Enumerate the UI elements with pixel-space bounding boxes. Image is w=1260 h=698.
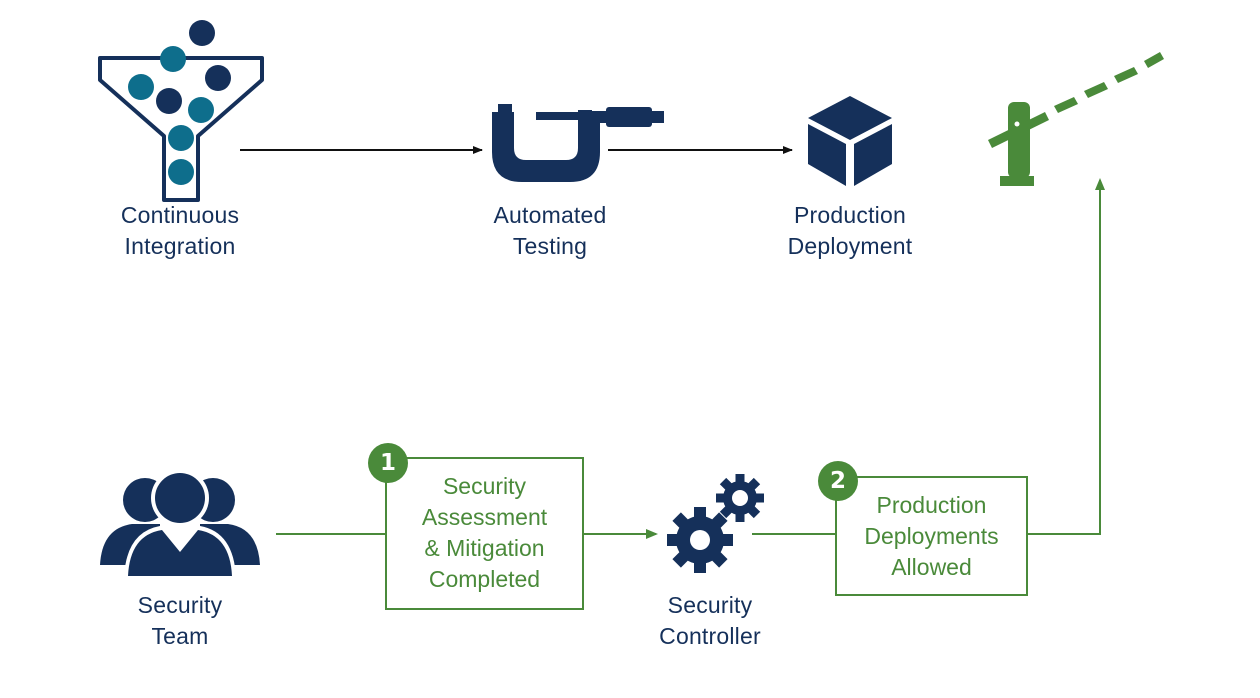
cube-icon xyxy=(808,96,892,186)
barrier-gate-icon xyxy=(988,52,1164,186)
step2-line3: Allowed xyxy=(891,554,972,580)
controller-label-line2: Controller xyxy=(659,623,761,649)
deployment-label-line1: Production xyxy=(794,202,906,228)
step1-line3: & Mitigation xyxy=(424,535,545,561)
controller-label-line1: Security xyxy=(667,592,753,618)
people-group-icon xyxy=(100,469,260,578)
step1-line2: Assessment xyxy=(421,504,548,530)
step1-box: Security Assessment & Mitigation Complet… xyxy=(385,457,584,610)
testing-label-line2: Testing xyxy=(512,233,588,259)
deployment-label: Production Deployment xyxy=(760,200,940,262)
funnel-icon xyxy=(98,20,264,202)
ci-label: Continuous Integration xyxy=(90,200,270,262)
step1-line1: Security xyxy=(442,473,527,499)
step2-line2: Deployments xyxy=(864,523,999,549)
controller-label: Security Controller xyxy=(630,590,790,652)
step2-badge: 2 xyxy=(818,461,858,501)
ci-label-line1: Continuous xyxy=(120,202,240,228)
deployment-label-line2: Deployment xyxy=(787,233,913,259)
ci-label-line2: Integration xyxy=(124,233,236,259)
team-label-line1: Security xyxy=(137,592,223,618)
testing-label-line1: Automated xyxy=(493,202,607,228)
arrow-step2-to-gate xyxy=(1027,178,1105,535)
testing-label: Automated Testing xyxy=(460,200,640,262)
step1-line4: Completed xyxy=(428,566,541,592)
micrometer-icon xyxy=(492,104,664,182)
team-label-line2: Team xyxy=(151,623,209,649)
step1-text: Security Assessment & Mitigation Complet… xyxy=(387,471,582,595)
step2-box: Production Deployments Allowed xyxy=(835,476,1028,596)
gears-icon xyxy=(667,474,764,573)
step2-text: Production Deployments Allowed xyxy=(837,490,1026,583)
step2-line1: Production xyxy=(876,492,987,518)
step1-badge: 1 xyxy=(368,443,408,483)
team-label: Security Team xyxy=(100,590,260,652)
